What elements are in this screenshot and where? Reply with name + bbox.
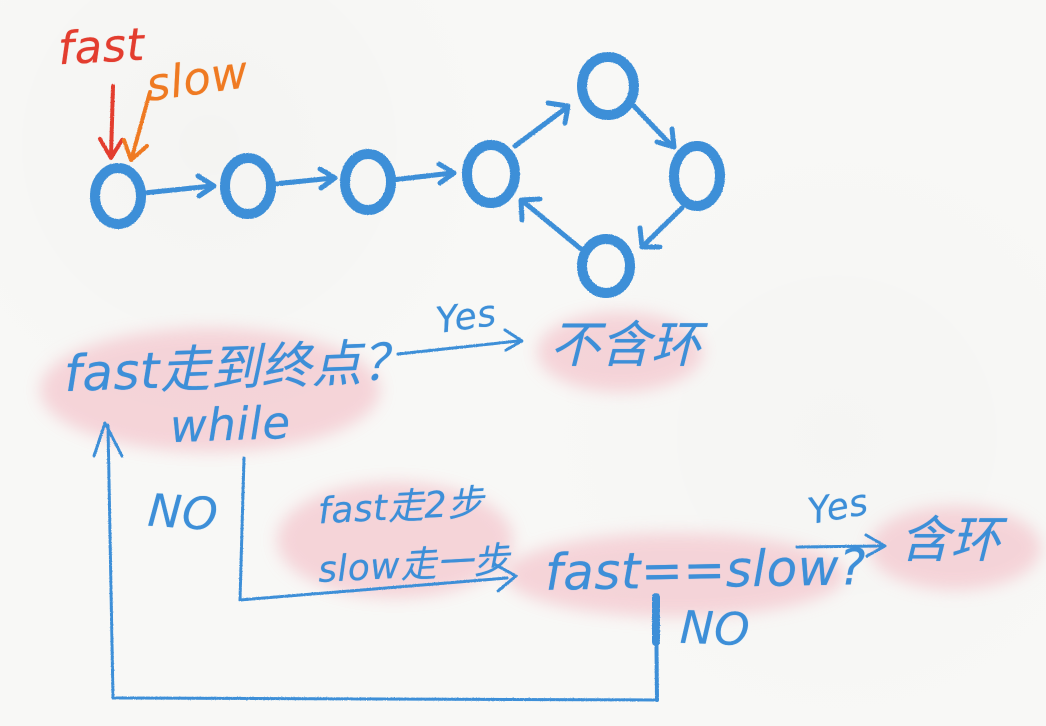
highlight-equality [505, 533, 845, 617]
edge-5-6-head [654, 126, 677, 150]
node-2 [220, 153, 276, 219]
highlight-has-cycle [869, 506, 1041, 590]
node-7 [577, 234, 635, 298]
fast-pointer-label: fast [56, 17, 146, 76]
highlight-group [40, 312, 1041, 617]
to-equality-arrow-head [492, 562, 518, 593]
flow-lines [92, 328, 887, 702]
node-1 [90, 163, 146, 229]
has-cycle-label: 含环 [900, 511, 1001, 569]
while-label: while [169, 395, 292, 454]
pointer-arrows [98, 84, 152, 162]
edge-7-4 [522, 200, 584, 252]
edge-6-7 [642, 205, 685, 247]
edge-2-3 [271, 175, 336, 187]
highlight-steps [277, 482, 513, 598]
linked-list-graph [90, 52, 725, 298]
edge-1-2 [141, 183, 215, 196]
node-6 [669, 141, 725, 211]
highlight-no-cycle [537, 312, 703, 392]
no-bottom-label: NO [679, 600, 751, 657]
edge-6-7-head [637, 225, 663, 250]
edge-3-4-head [436, 161, 457, 186]
equality-check-label: fast==slow? [544, 538, 867, 602]
node-3 [340, 149, 396, 215]
loop-left-line [106, 423, 115, 700]
edge-3-4 [389, 170, 455, 183]
yes-top-arrow-head [503, 328, 524, 352]
yes-right-arrow-head [864, 533, 887, 558]
edge-4-5-head [545, 100, 571, 126]
yes-top-label: Yes [433, 292, 499, 343]
node-5 [577, 52, 639, 120]
fast-pointer-arrow [109, 84, 115, 158]
loop-left-arrow-head [92, 421, 124, 458]
condition-end-label: fast走到终点？ [63, 332, 414, 404]
edge-2-3-head [317, 166, 338, 191]
yes-right-label: Yes [804, 482, 872, 533]
slow-pointer-label: slow [142, 45, 252, 112]
step-slow-label: slow走一步 [317, 540, 511, 591]
while-down-line [238, 456, 246, 602]
loop-bottom-line [111, 696, 659, 702]
yes-right-arrow [795, 544, 884, 549]
highlight-condition [40, 328, 380, 452]
fast-pointer-head [98, 137, 124, 160]
edge-1-2-head [195, 173, 217, 199]
no-left-label: NO [146, 483, 220, 542]
slow-pointer-arrow [130, 90, 152, 159]
edge-4-5 [512, 105, 569, 149]
to-equality-line [238, 576, 509, 602]
no-cycle-label: 不含环 [550, 316, 702, 374]
step-fast-label: fast走2步 [317, 482, 485, 533]
slow-pointer-head [122, 138, 149, 162]
yes-top-arrow [396, 339, 520, 356]
node-4 [462, 140, 520, 208]
edge-5-6 [629, 101, 674, 148]
edge-7-4-head [518, 196, 543, 223]
